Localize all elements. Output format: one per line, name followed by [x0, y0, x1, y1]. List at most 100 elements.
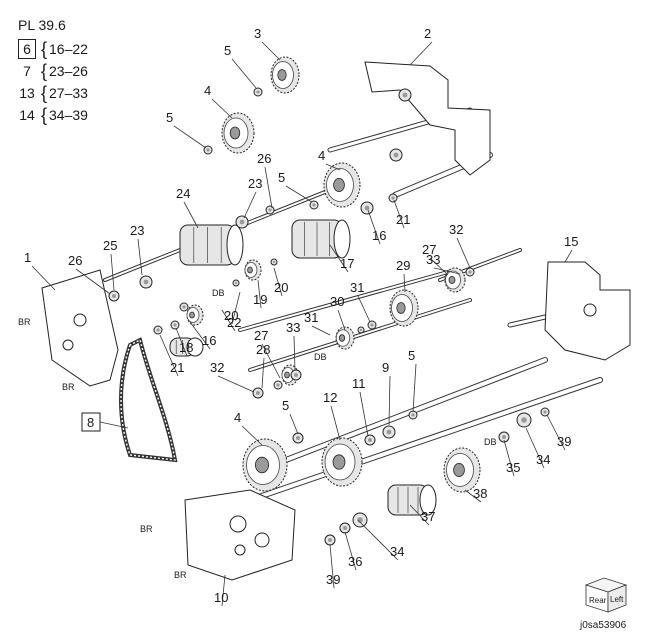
gear — [389, 289, 419, 327]
leader-line — [403, 273, 406, 293]
part-callout: 3 — [254, 26, 261, 41]
leader-line — [357, 519, 399, 561]
small-component — [232, 279, 240, 287]
part-callout: 9 — [382, 360, 389, 375]
leader-line — [289, 413, 299, 435]
part-callout: 19 — [253, 292, 267, 307]
br-marker: BR — [62, 382, 75, 392]
part-callout: 32 — [210, 360, 224, 375]
part-callout: 36 — [348, 554, 362, 569]
drive-belt — [119, 337, 178, 463]
part-callout: 20 — [274, 280, 288, 295]
leader-line — [231, 58, 257, 89]
leader-line — [456, 237, 471, 269]
small-component — [170, 320, 180, 330]
small-component — [465, 267, 475, 277]
leader-line — [367, 209, 381, 245]
leader-line — [99, 421, 129, 429]
leader-line — [217, 375, 255, 393]
leader-line — [357, 295, 371, 323]
brace-glyph: { — [41, 39, 48, 59]
leader-line — [564, 249, 573, 263]
db-marker: DB — [212, 288, 225, 298]
leader-line — [285, 185, 313, 203]
small-component — [270, 258, 278, 266]
small-component — [360, 201, 374, 215]
front-bracket-plate — [184, 489, 296, 581]
part-callout: 38 — [473, 486, 487, 501]
part-callout: 21 — [170, 360, 184, 375]
part-callout: 25 — [103, 238, 117, 253]
leader-line — [175, 327, 188, 357]
br-marker: BR — [174, 570, 187, 580]
parts-layer — [41, 56, 631, 581]
small-component — [290, 369, 302, 381]
callout-labels: 1234591011121516171819202122232425262728… — [24, 26, 578, 605]
br-marker: BR — [140, 524, 153, 534]
part-callout: 23 — [130, 223, 144, 238]
part-callout: 22 — [227, 315, 241, 330]
small-component — [253, 87, 263, 97]
part-callout: 20 — [224, 308, 238, 323]
belt-teeth — [120, 338, 176, 461]
small-component — [540, 407, 550, 417]
leader-line — [159, 334, 179, 377]
shaft-highlight — [239, 269, 456, 331]
part-callout: 27 — [422, 242, 436, 257]
leader-line — [261, 343, 281, 379]
gear — [321, 437, 363, 487]
leader-line — [221, 574, 226, 607]
legend-row-number: 6 — [18, 39, 36, 59]
leader-line — [409, 41, 433, 66]
leader-line — [173, 125, 207, 149]
figure-id: j0sa53906 — [579, 620, 627, 631]
left-bracket-plate — [41, 269, 119, 387]
orientation-left-label: Left — [610, 595, 624, 604]
legend-row-number: 13 — [19, 85, 35, 101]
gear — [244, 259, 262, 281]
small-component — [352, 512, 368, 528]
part-callout: 31 — [304, 310, 318, 325]
small-component — [516, 412, 532, 428]
small-component — [398, 88, 412, 102]
part-callout: 39 — [557, 434, 571, 449]
leader-line — [264, 166, 273, 209]
part-callout: 39 — [326, 572, 340, 587]
part-callout: 26 — [257, 151, 271, 166]
gear — [335, 326, 355, 350]
part-callout: 2 — [424, 26, 431, 41]
part-callout: 31 — [350, 280, 364, 295]
leader-line — [183, 201, 199, 229]
part-callout: 29 — [396, 258, 410, 273]
legend-row-number: 7 — [23, 63, 31, 79]
small-component — [273, 380, 283, 390]
brace-glyph: { — [41, 61, 48, 81]
leader-line — [525, 427, 545, 469]
brace-glyph: { — [41, 83, 48, 103]
mounting-hole — [234, 544, 246, 556]
small-component — [309, 200, 319, 210]
parts-legend: PL 39.6 6 { 16–22 7 { 23–26 13 { 27–33 1… — [18, 14, 88, 126]
part-callout: 1 — [24, 250, 31, 265]
legend-row: 7 { 23–26 — [18, 60, 88, 82]
part-callout: 34 — [536, 452, 550, 467]
small-component — [139, 275, 153, 289]
mounting-hole — [62, 339, 74, 351]
part-callout: 12 — [323, 390, 337, 405]
leader-line — [393, 199, 405, 229]
small-component — [498, 431, 510, 443]
part-callout: 33 — [426, 252, 440, 267]
legend-row: 14 { 34–39 — [18, 104, 88, 126]
leader-line — [433, 267, 461, 275]
leader-line — [546, 414, 566, 451]
part-callout: 4 — [234, 410, 241, 425]
clutch-assembly — [169, 337, 204, 357]
leader-line — [344, 531, 357, 571]
part-callout: 4 — [204, 83, 211, 98]
small-component — [265, 205, 275, 215]
parts-list-title: PL 39.6 — [18, 17, 66, 33]
leader-lines — [31, 41, 573, 607]
part-callout: 26 — [68, 253, 82, 268]
leader-line — [273, 267, 283, 297]
